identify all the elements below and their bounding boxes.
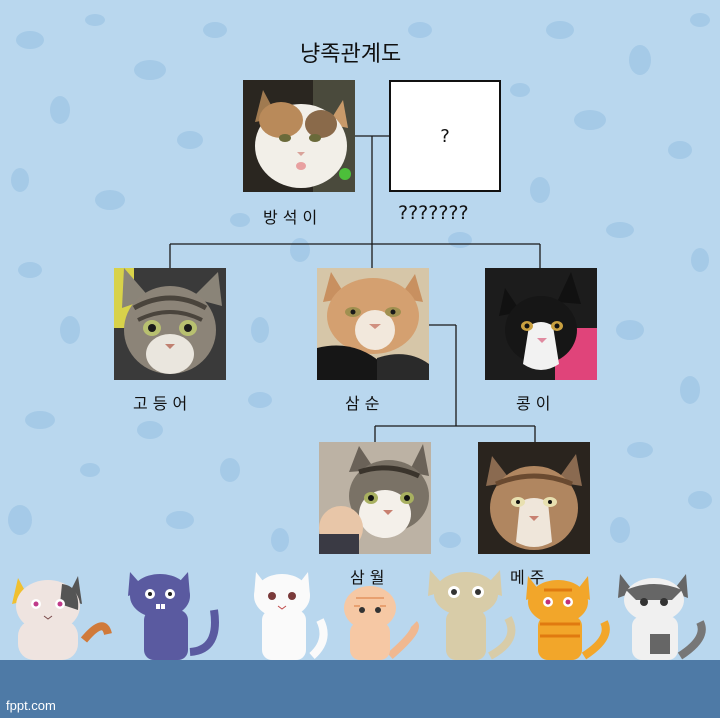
photo-samwol xyxy=(319,442,431,554)
label-samsun: 삼순 xyxy=(345,394,385,413)
label-godeunga: 고등어 xyxy=(133,394,193,413)
photo-samsun xyxy=(317,268,429,380)
cartoon-cat-orange-striped-icon xyxy=(526,576,610,660)
label-samwol: 삼월 xyxy=(350,568,390,587)
cartoon-cat-grey-icon xyxy=(618,574,706,660)
cartoon-cat-orange-kitten-icon xyxy=(344,586,419,660)
cartoon-cats-decoration xyxy=(12,570,706,660)
label-bangseok: 방석이 xyxy=(263,208,323,227)
diagram-title: 냥족관계도 xyxy=(300,42,402,67)
cartoon-cat-beige-icon xyxy=(428,570,516,660)
cartoon-cat-calico-icon xyxy=(12,576,112,660)
cartoon-cat-purple-icon xyxy=(128,572,219,660)
paw-spot-background xyxy=(8,13,712,552)
unknown-parent-box: ? xyxy=(389,80,501,192)
photo-kong xyxy=(485,268,597,380)
footer-bar: fppt.com xyxy=(0,660,720,718)
photo-godeunga xyxy=(114,268,226,380)
footer-brand[interactable]: fppt.com xyxy=(6,698,56,713)
label-unknown: ??????? xyxy=(398,202,469,224)
cartoon-cat-white-icon xyxy=(254,572,328,660)
tree-connectors xyxy=(169,135,541,442)
unknown-mark: ? xyxy=(440,126,450,147)
photo-meju xyxy=(478,442,590,554)
label-kong: 콩이 xyxy=(516,394,556,413)
label-meju: 메주 xyxy=(510,568,550,587)
photo-bangseok xyxy=(243,80,355,192)
